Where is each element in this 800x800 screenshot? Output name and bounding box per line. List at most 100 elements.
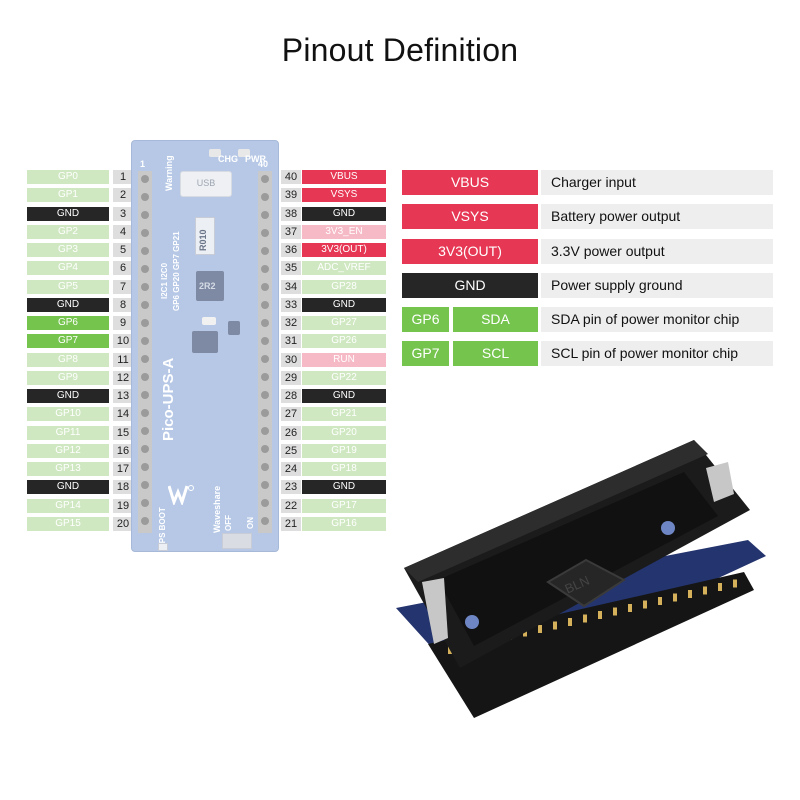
pin-number-right: 37	[281, 225, 301, 239]
pin-number-right: 38	[281, 207, 301, 221]
mount-screw-right	[661, 521, 675, 535]
pin-label-right: GP27	[302, 316, 386, 330]
header-hole	[261, 499, 269, 507]
off-label: OFF	[224, 515, 233, 531]
pin-label-right: GP26	[302, 334, 386, 348]
pin-number-left: 6	[113, 261, 133, 275]
module-gold-pin	[658, 597, 662, 605]
pin-number-left: 1	[113, 170, 133, 184]
pin-label-left: GND	[27, 207, 109, 221]
pin-number-right: 26	[281, 426, 301, 440]
pin-number-right: 28	[281, 389, 301, 403]
header-hole	[261, 337, 269, 345]
header-hole	[141, 445, 149, 453]
pin-label-left: GP1	[27, 188, 109, 202]
header-hole	[261, 229, 269, 237]
legend-function-label: SCL	[453, 341, 538, 366]
pin-number-left: 10	[113, 334, 133, 348]
pin-number-left: 7	[113, 280, 133, 294]
header-hole	[261, 355, 269, 363]
pin-label-right: 3V3(OUT)	[302, 243, 386, 257]
legend-pin-label: GND	[402, 273, 538, 298]
pin-label-right: GP28	[302, 280, 386, 294]
pin-label-left: GP3	[27, 243, 109, 257]
header-hole	[261, 517, 269, 525]
warning-label: Warning	[164, 155, 174, 191]
holder-emboss-diamond	[546, 558, 626, 608]
pin-label-left: GND	[27, 298, 109, 312]
legend-pin-label: 3V3(OUT)	[402, 239, 538, 264]
pin-label-right: VBUS	[302, 170, 386, 184]
legend-description: Battery power output	[541, 204, 773, 229]
module-gold-pin	[643, 600, 647, 609]
header-hole	[261, 265, 269, 273]
pin-number-left: 18	[113, 480, 133, 494]
header-hole	[261, 481, 269, 489]
pin-label-right: GP19	[302, 444, 386, 458]
inductor-label: 2R2	[199, 281, 216, 291]
brand-label: Waveshare	[212, 485, 222, 533]
module-gold-pin	[718, 583, 722, 591]
pin-number-right: 27	[281, 407, 301, 421]
gpio-silk-label: GP6 GP20 GP7 GP21	[172, 231, 181, 311]
module-pin-header	[428, 572, 754, 718]
header-hole	[141, 175, 149, 183]
header-hole	[261, 301, 269, 309]
mount-screw-left	[465, 615, 479, 629]
pin-label-left: GP13	[27, 462, 109, 476]
header-hole	[261, 319, 269, 327]
pin-label-right: GP17	[302, 499, 386, 513]
header-hole	[141, 355, 149, 363]
pin-number-right: 24	[281, 462, 301, 476]
header-hole	[261, 427, 269, 435]
header-hole	[141, 211, 149, 219]
inductor	[196, 271, 224, 301]
pin-number-left: 11	[113, 353, 133, 367]
boot-button	[158, 543, 168, 551]
product-name: Pico-UPS-A	[160, 357, 177, 441]
pin-number-left: 20	[113, 517, 133, 531]
smd-led	[202, 317, 216, 325]
pin-number-right: 36	[281, 243, 301, 257]
pin-label-left: GP10	[27, 407, 109, 421]
module-gold-pin	[673, 593, 677, 602]
legend-description: SDA pin of power monitor chip	[541, 307, 773, 332]
header-hole	[261, 211, 269, 219]
module-gold-pin	[538, 625, 542, 633]
pin-label-left: GP8	[27, 353, 109, 367]
header-hole	[141, 391, 149, 399]
legend-gpio-label: GP6	[402, 307, 449, 332]
header-hole	[141, 229, 149, 237]
pin-number-left: 5	[113, 243, 133, 257]
negative-contact	[422, 578, 448, 644]
pin-number-right: 40	[281, 170, 301, 184]
header-hole	[261, 445, 269, 453]
module-gold-pin	[733, 579, 737, 588]
header-hole	[261, 373, 269, 381]
module-gold-pin	[628, 604, 632, 612]
header-hole	[261, 391, 269, 399]
pin-label-left: GP15	[27, 517, 109, 531]
pin-label-right: VSYS	[302, 188, 386, 202]
pin-label-right: ADC_VREF	[302, 261, 386, 275]
pin-number-left: 16	[113, 444, 133, 458]
pin-label-left: GP5	[27, 280, 109, 294]
header-hole	[261, 283, 269, 291]
pin-label-right: GP22	[302, 371, 386, 385]
pin-number-left: 14	[113, 407, 133, 421]
pin-label-left: GND	[27, 480, 109, 494]
module-gold-pin	[568, 618, 572, 626]
left-pin-header	[138, 171, 152, 533]
pin-label-right: GP21	[302, 407, 386, 421]
pin-label-right: GND	[302, 207, 386, 221]
module-gold-pin	[613, 607, 617, 616]
page-title: Pinout Definition	[281, 32, 519, 68]
header-hole	[141, 337, 149, 345]
pin-number-right: 29	[281, 371, 301, 385]
sense-resistor	[195, 217, 215, 255]
holder-rim	[404, 440, 708, 582]
module-gold-pin	[703, 586, 707, 595]
header-hole	[141, 463, 149, 471]
pin-label-left: GP14	[27, 499, 109, 513]
pin-number-right: 30	[281, 353, 301, 367]
